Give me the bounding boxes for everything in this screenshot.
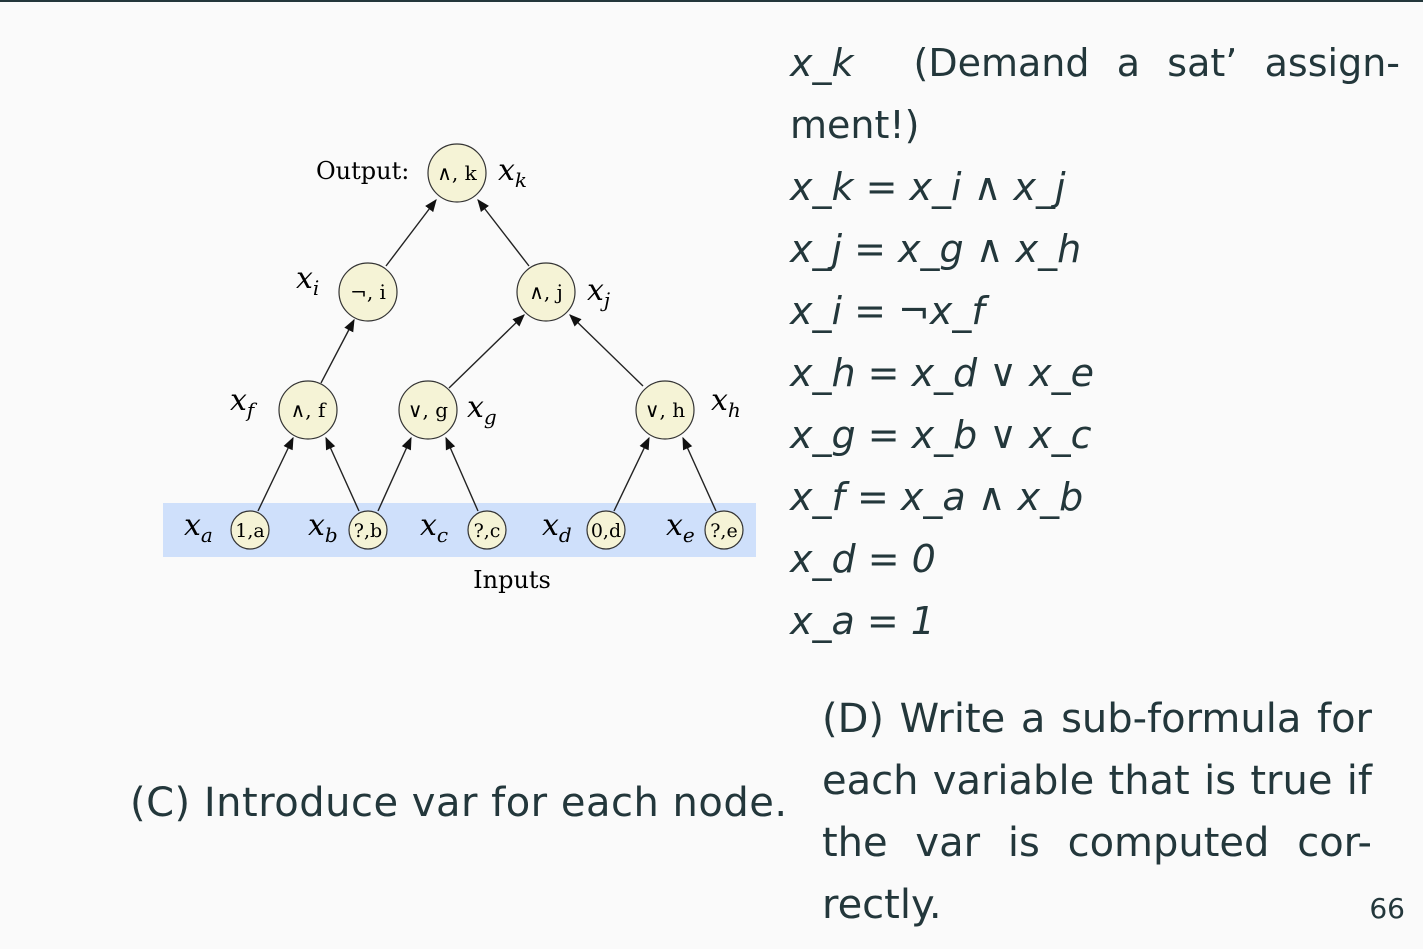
node-h-label: ∨, h [645, 398, 685, 422]
inputs-label: Inputs [473, 566, 551, 594]
equation-line: x_g = x_b ∨ x_c [790, 413, 1092, 457]
input-e: ?,e [704, 510, 744, 550]
var-label-g: xg [467, 390, 497, 429]
demand-text: (Demand a sat’ assign-ment!) [790, 41, 1400, 147]
input-c: ?,c [467, 510, 507, 550]
node-i: ¬, i [338, 262, 398, 322]
equation-line: x_h = x_d ∨ x_e [790, 351, 1095, 395]
edge-a-f [257, 436, 294, 512]
circuit-diagram: ∧, k ¬, i ∧, j ∧, f ∨, g ∨, h 1,a ?,b ?,… [163, 143, 756, 594]
edge-f-i [320, 318, 355, 384]
node-k: ∧, k [427, 143, 487, 203]
edge-b-f [325, 436, 360, 512]
equation-line: x_a = 1 [790, 599, 935, 643]
edge-b-g [377, 436, 412, 512]
input-d: 0,d [586, 510, 626, 550]
equation-line: x_j = x_g ∧ x_h [790, 227, 1082, 271]
input-a: 1,a [230, 510, 270, 550]
var-label-b: xb [308, 508, 338, 547]
equation-line: x_d = 0 [790, 537, 936, 581]
node-j-label: ∧, j [529, 280, 563, 304]
caption-d: (D) Write a sub-formula for each variabl… [822, 696, 1372, 928]
var-label-c: xc [420, 508, 448, 547]
node-k-label: ∧, k [437, 161, 477, 185]
caption-c: (C) Introduce var for each node. [130, 780, 788, 826]
input-e-label: ?,e [710, 520, 737, 542]
var-label-i: xi [296, 261, 319, 300]
input-d-label: 0,d [591, 520, 621, 542]
node-f: ∧, f [278, 380, 338, 440]
edge-e-h [682, 436, 717, 512]
node-g: ∨, g [398, 380, 458, 440]
edge-i-k [385, 198, 437, 267]
node-j: ∧, j [516, 262, 576, 322]
edge-g-j [448, 314, 525, 389]
input-b-label: ?,b [354, 520, 382, 542]
equation-line: x_f = x_a ∧ x_b [790, 475, 1084, 519]
var-label-f: xf [230, 383, 258, 422]
input-a-label: 1,a [235, 520, 264, 542]
edge-j-k [477, 199, 530, 267]
top-rule [0, 0, 1423, 2]
var-label-d: xd [542, 508, 572, 547]
equation-line: x_k = x_i ∧ x_j [790, 165, 1066, 209]
equation-list: x_k(Demand a sat’ assign-ment!) x_k = x_… [790, 32, 1405, 652]
var-label-h: xh [711, 383, 741, 422]
input-c-label: ?,c [474, 520, 501, 542]
edge-d-h [613, 436, 650, 512]
input-b: ?,b [348, 510, 388, 550]
var-label-a: xa [184, 508, 213, 547]
node-f-label: ∧, f [291, 398, 327, 422]
output-label: Output: [316, 157, 409, 185]
node-i-label: ¬, i [350, 280, 386, 304]
node-g-label: ∨, g [408, 398, 448, 422]
equation-line: x_i = ¬x_f [790, 289, 985, 333]
edges [257, 198, 717, 512]
var-label-k: xk [498, 153, 527, 192]
node-h: ∨, h [635, 380, 695, 440]
demand-line: x_k(Demand a sat’ assign-ment!) [790, 32, 1400, 156]
edge-h-j [569, 314, 644, 387]
var-label-j: xj [587, 273, 610, 312]
demand-var: x_k [790, 41, 854, 85]
edge-c-g [445, 436, 479, 512]
page-number: 66 [1369, 892, 1405, 925]
var-label-e: xe [666, 508, 695, 547]
